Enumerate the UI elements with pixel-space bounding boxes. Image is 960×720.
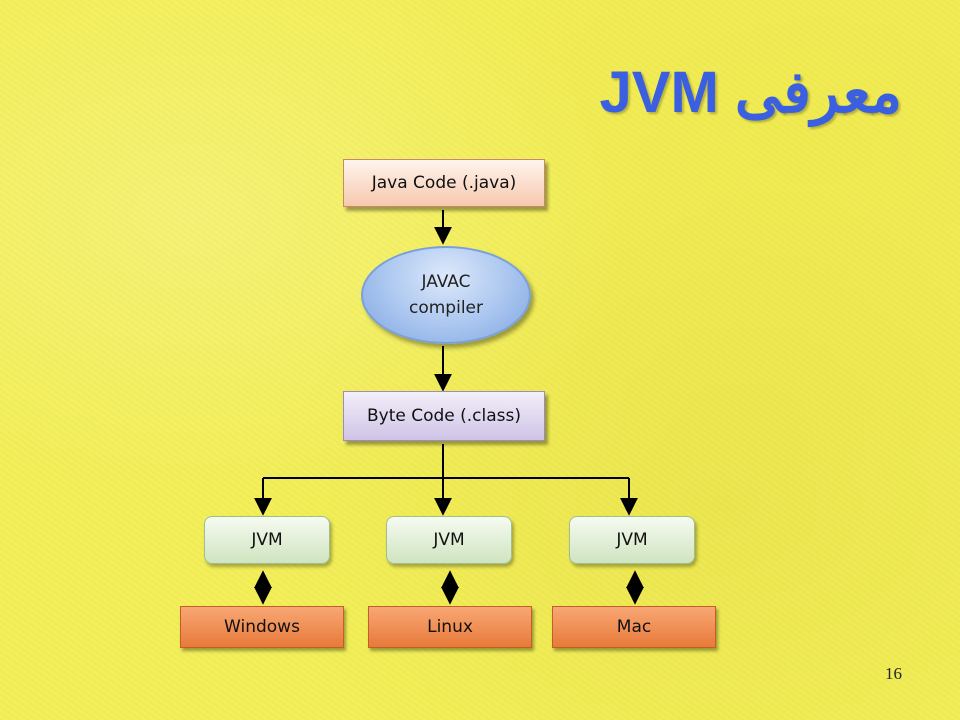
page-number: 16 [885, 664, 902, 683]
jvm-node-mac: JVM [569, 516, 695, 564]
platform-windows: Windows [180, 606, 344, 648]
javac-compiler-ellipse: JAVAC compiler [361, 246, 531, 344]
jvm-node-windows: JVM [204, 516, 330, 564]
platform-linux: Linux [368, 606, 532, 648]
slide-title: معرفی JVM [599, 60, 903, 125]
compiler-label-line2: compiler [409, 298, 483, 318]
jvm-node-linux: JVM [386, 516, 512, 564]
java-source-box: Java Code (.java) [343, 159, 545, 207]
compiler-label-line1: JAVAC [421, 272, 471, 292]
bytecode-box: Byte Code (.class) [343, 391, 545, 441]
platform-mac: Mac [552, 606, 716, 648]
